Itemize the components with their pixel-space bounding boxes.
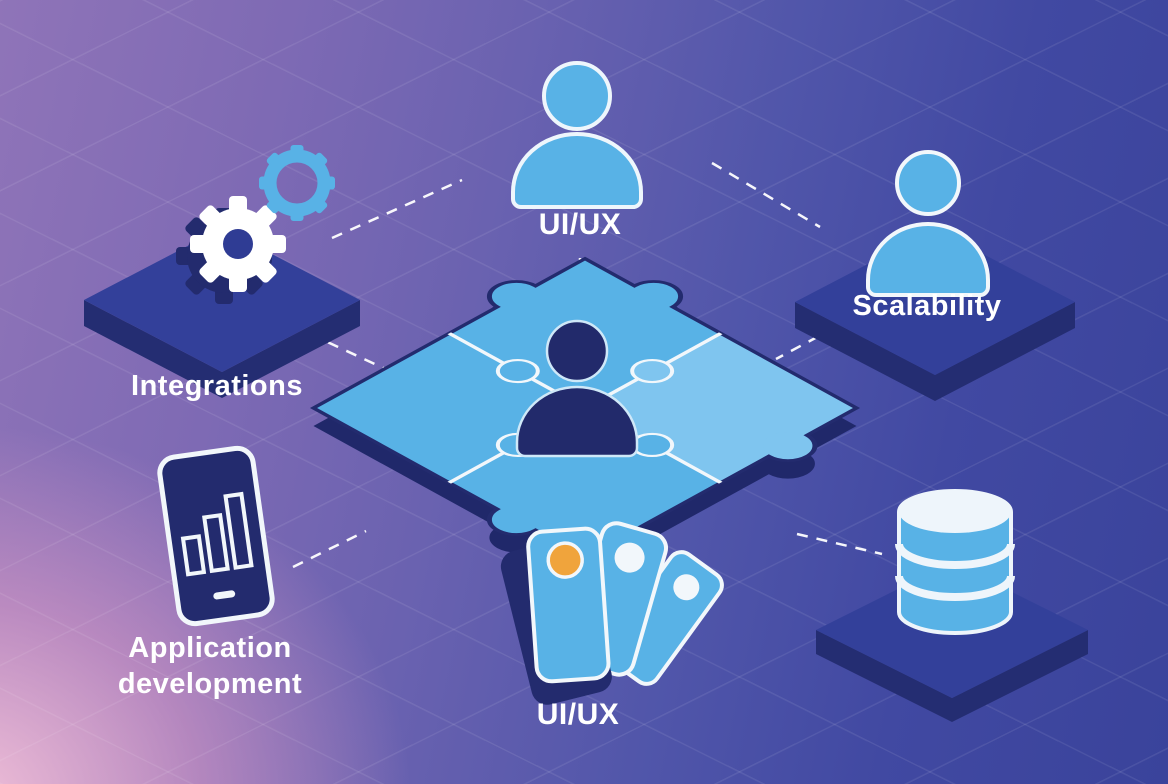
label-application-development: Application development [118,630,302,702]
connector-integrations-to-puzzle [309,332,393,374]
connector-gears-to-user [331,178,463,240]
label-uiux-bottom: UI/UX [536,698,620,731]
center-user-icon [515,319,639,458]
scalability-platform [795,229,1075,401]
label-application-development-line2: development [117,668,303,700]
label-uiux-top: UI/UX [538,208,622,241]
smartphone-bar-chart-icon [157,445,275,627]
uiux-user-icon [511,61,643,209]
scalability-user-icon [866,150,990,297]
gears-icon [176,145,335,304]
connector-user-to-scalability [711,161,821,229]
color-swatches-icon [500,521,724,705]
connector-phone-to-puzzle [292,529,367,569]
label-scalability: Scalability [852,290,1002,322]
label-application-development-line1: Application [128,632,292,664]
connector-puzzle-to-database [796,532,883,556]
label-integrations: Integrations [131,370,303,402]
database-icon [895,489,1015,635]
